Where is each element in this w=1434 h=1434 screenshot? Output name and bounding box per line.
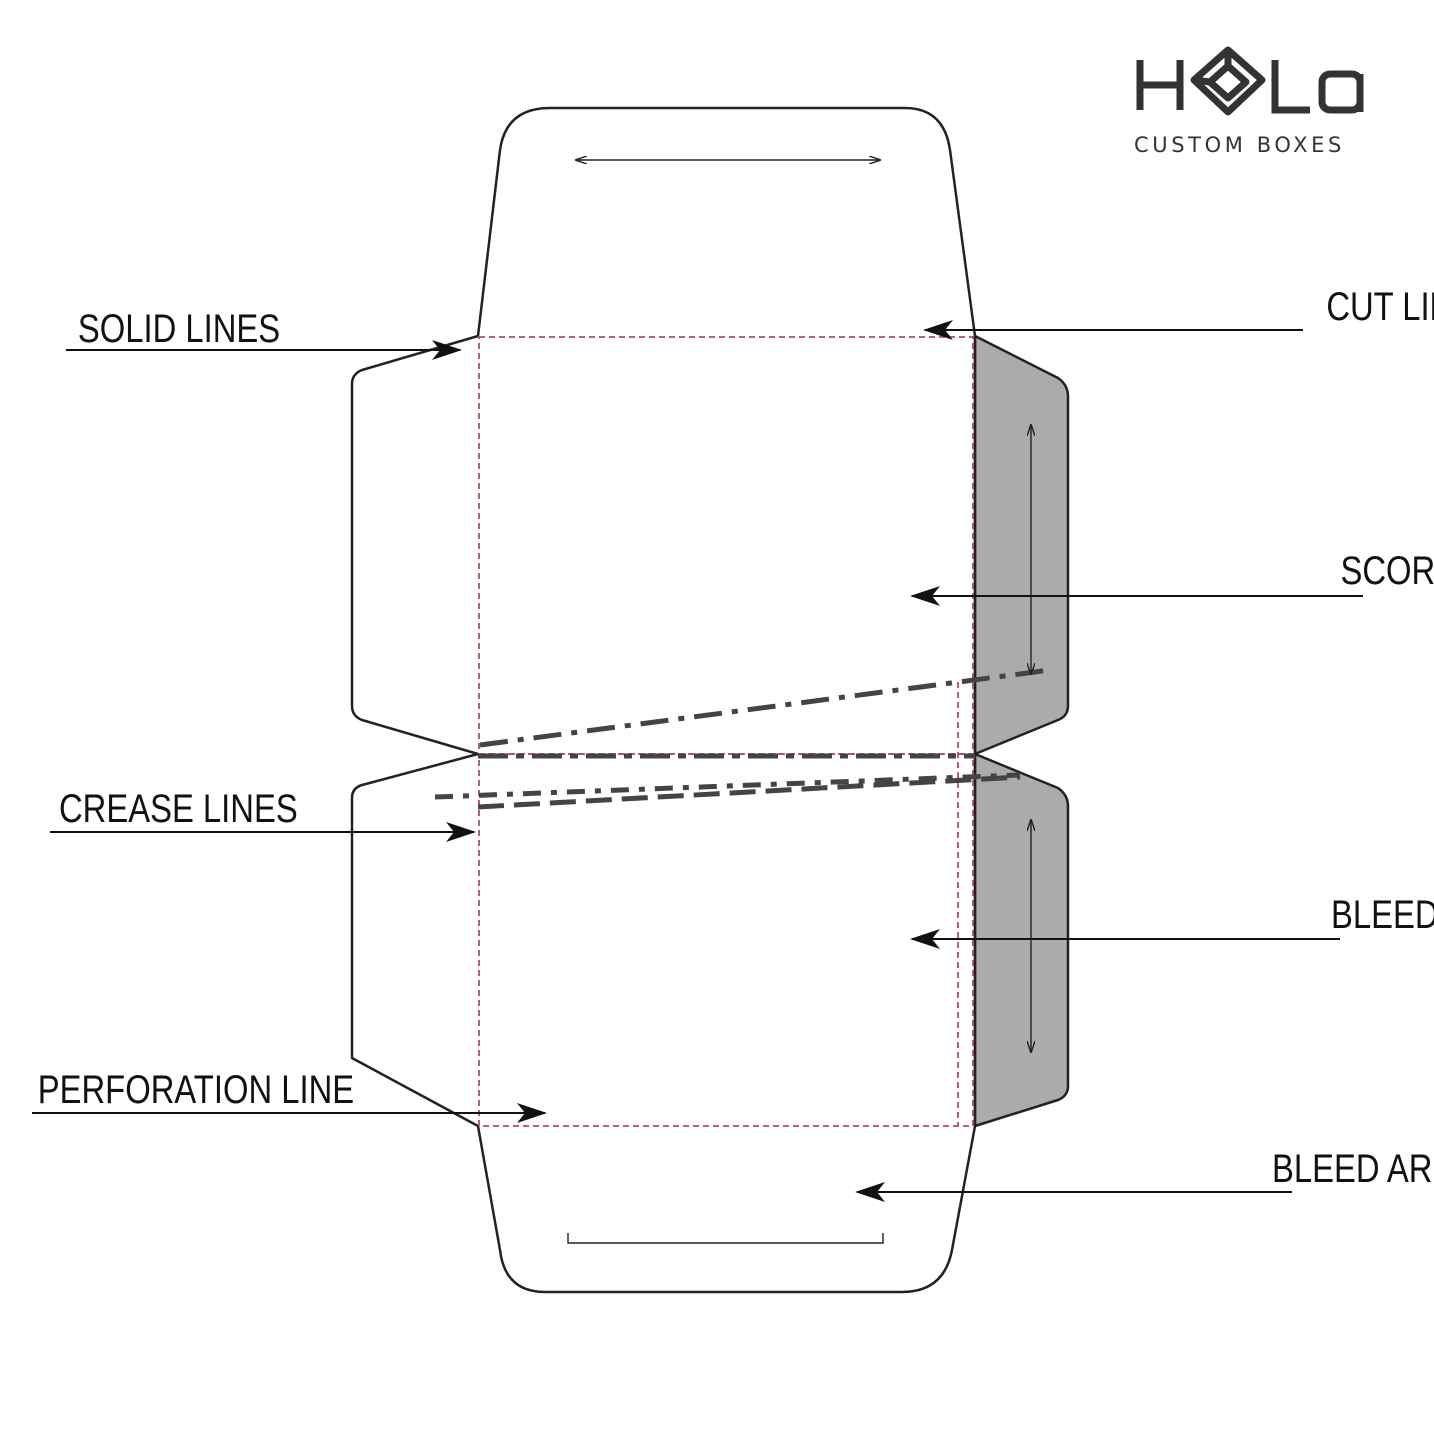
label-score-lines: SCORE LINES — [1340, 548, 1434, 593]
crease-dash-line-3 — [434, 772, 1021, 800]
bleed-rect-upper — [478, 336, 974, 755]
label-solid-lines: SOLID LINES — [78, 306, 280, 351]
label-perforation-line: PERFORATION LINE — [38, 1067, 354, 1112]
bleed-dashed-lines — [478, 336, 974, 1127]
crease-dash-lines — [434, 667, 1051, 810]
crease-dash-line-4 — [477, 774, 1021, 810]
label-pointers — [32, 320, 1363, 1202]
cube-icon — [1190, 46, 1266, 116]
dimension-arrows — [576, 160, 1031, 1052]
logo-tagline: CUSTOM BOXES — [1134, 133, 1345, 157]
box-cut-outline — [350, 106, 977, 1294]
hola-logo: CUSTOM BOXES — [1134, 46, 1364, 157]
label-cut-lines: CUT LINES — [1326, 284, 1434, 329]
label-crease-lines: CREASE LINES — [59, 786, 298, 831]
logo-letter-l — [1271, 60, 1310, 114]
bleed-rect-lower — [478, 753, 974, 1127]
logo-letter-a — [1318, 70, 1364, 114]
crease-dash-line-1 — [479, 667, 1051, 748]
label-bleed-area-right: BLEED AREA — [1331, 892, 1434, 937]
side-flap-upper — [973, 334, 1070, 756]
logo-letter-h — [1136, 60, 1184, 110]
bottom-tab-bracket — [567, 1233, 884, 1244]
label-bleed-area-bottom: BLEED AREA — [1272, 1146, 1434, 1191]
